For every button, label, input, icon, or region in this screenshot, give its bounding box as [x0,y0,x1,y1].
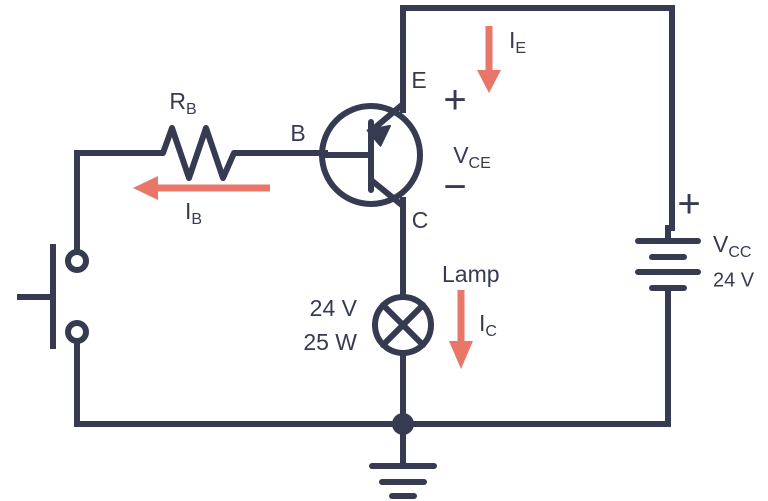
resistor-label-sub: B [186,101,197,118]
lamp-symbol [372,294,434,356]
base-current-arrow [133,176,270,200]
lamp-label: Lamp [442,261,500,287]
collector-current-label: IC [479,310,497,340]
lamp-cross-line-2 [380,302,426,348]
transistor-collector-terminal-label: C [412,207,429,233]
base-current-label: IB [185,198,202,228]
base-current-label-sub: B [191,211,202,228]
lamp-voltage-rating: 24 V [310,295,358,321]
collector-current-label-main: I [479,310,485,336]
battery-plus-sign: + [677,182,700,226]
battery-label-main: V [713,231,729,257]
emitter-current-arrow-head [477,70,501,93]
transistor-symbol [319,101,423,209]
base-current-arrow-head [133,176,158,200]
earth-ground-symbol [369,421,437,499]
collector-current-label-sub: C [485,323,497,340]
vce-minus-sign: − [443,165,466,209]
vce-label-main: V [453,142,469,168]
transistor-collector-slant [368,177,406,209]
lamp-circle [372,294,434,356]
collector-current-arrow-head [449,341,473,369]
collector-current-arrow [449,290,473,369]
wire-bottom-right-rail [400,297,671,427]
emitter-current-label-sub: E [515,40,526,57]
vce-label: VCE [453,142,491,172]
transistor-base-terminal-label: B [290,120,305,146]
resistor-zigzag [153,125,246,181]
battery-label-sub: CC [728,244,751,261]
base-resistor [153,125,246,181]
vce-label-sub: CE [469,155,491,172]
battery-label: VCC [713,231,751,261]
pushbutton-switch[interactable] [17,244,89,349]
switch-terminal-bottom[interactable] [65,320,89,344]
lamp-power-rating: 25 W [303,329,357,355]
transistor-emitter-slant [368,101,406,134]
emitter-current-label: IE [509,27,526,57]
switch-terminal-top[interactable] [65,249,89,273]
wire-top-right-rail [400,5,675,231]
battery-symbol [635,225,701,303]
transistor-emitter-arrowhead [366,124,391,147]
battery-value: 24 V [713,269,755,291]
vce-plus-sign: + [443,78,466,122]
transistor-emitter-terminal-label: E [411,67,426,93]
base-current-label-main: I [185,198,191,224]
emitter-current-label-main: I [509,27,515,53]
emitter-current-arrow [477,26,501,93]
resistor-label-main: R [169,88,186,114]
resistor-label: RB [169,88,196,118]
